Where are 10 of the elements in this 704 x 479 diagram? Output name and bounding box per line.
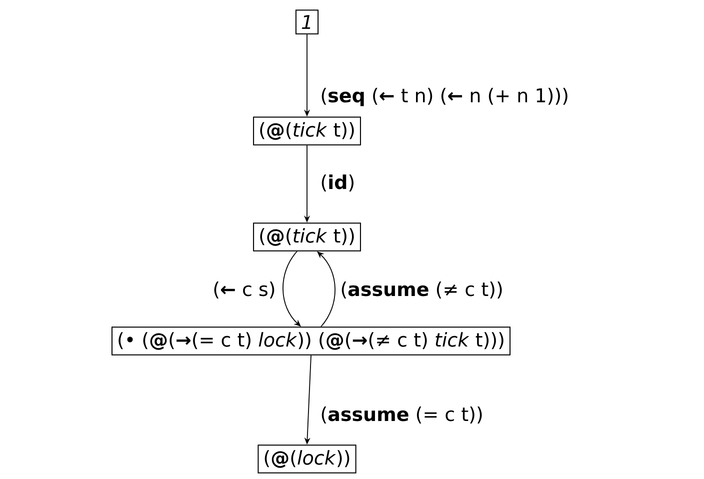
term-box: (@(lock)) [258, 444, 356, 474]
edge-label: (assume (≠ c t)) [342, 282, 502, 298]
term-box: 1 [295, 10, 319, 34]
term-box: (• (@(→(= c t) lock)) (@(→(≠ c t) tick t))) [112, 326, 511, 356]
term-box: (@(tick t)) [253, 116, 361, 146]
edge-label: (id) [322, 174, 354, 192]
edge-label: (seq (← t n) (← n (+ n 1))) [322, 88, 568, 106]
edge-label: (assume (= c t)) [322, 406, 482, 424]
term-box: (@(tick t)) [253, 222, 361, 252]
edge-label: (← c s) [214, 282, 274, 298]
